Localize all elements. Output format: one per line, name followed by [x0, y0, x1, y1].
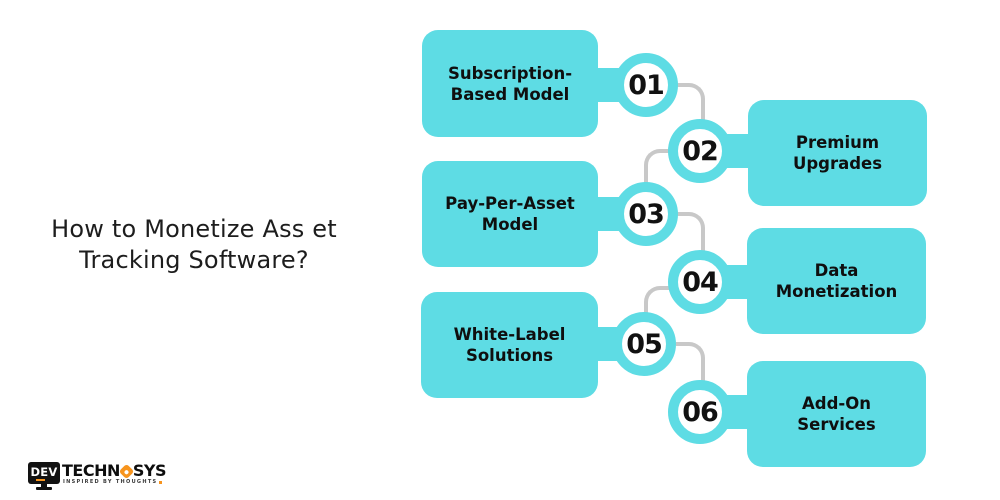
logo-brand-sys: SYS [132, 461, 167, 480]
monitor-stand-base-icon [36, 487, 52, 490]
step-label-line-2: Model [481, 215, 539, 234]
title-line-2: Tracking Software? [79, 246, 309, 274]
logo-tagline-text: INSPIRED BY THOUGHTS [63, 479, 158, 485]
tagline-square-icon [159, 480, 163, 484]
step-label-line-1: White-Label [453, 325, 566, 344]
step-badge-04: 04 [668, 250, 732, 314]
step-label-line-1: Data [814, 261, 859, 280]
logo-dev-text: DEV [30, 465, 58, 480]
step-badge-02: 02 [668, 119, 732, 183]
step-badge-03: 03 [614, 182, 678, 246]
step-label-line-1: Premium [795, 133, 880, 152]
monitor-icon: DEV [28, 462, 60, 484]
step-badge-05: 05 [612, 312, 676, 376]
step-number: 05 [626, 328, 663, 360]
page-title: How to Monetize Ass et Tracking Software? [38, 214, 350, 276]
step-number: 06 [682, 396, 719, 428]
logo-wordmark: TECHN SYS [62, 461, 167, 480]
monitor-stand-icon [41, 484, 47, 487]
step-number: 02 [682, 135, 719, 167]
step-box-subscription-based-model: Subscription-Based Model [422, 30, 598, 137]
dev-technosys-logo: DEV TECHN SYS INSPIRED BY THOUGHTS [28, 458, 168, 494]
logo-brand-techn: TECHN [62, 461, 120, 480]
step-badge-01: 01 [614, 53, 678, 117]
connector-03-04 [677, 212, 705, 254]
step-number: 03 [628, 198, 665, 230]
step-label-line-1: Pay-Per-Asset [445, 194, 575, 213]
connector-04-05 [644, 286, 672, 316]
step-label: Subscription-Based Model [448, 63, 572, 105]
step-label-line-2: Services [797, 415, 876, 434]
connector-05-06 [676, 342, 705, 384]
gear-icon [118, 463, 135, 479]
step-label-line-2: Upgrades [792, 154, 883, 173]
step-number: 04 [682, 266, 719, 298]
logo-orange-accent [36, 479, 45, 481]
step-badge-06: 06 [668, 380, 732, 444]
step-label-line-1: Subscription- [447, 63, 573, 83]
logo-tagline: INSPIRED BY THOUGHTS [63, 479, 163, 485]
connector-01-02 [677, 83, 705, 123]
step-label-line-2: Monetization [775, 282, 898, 301]
step-label-line-2: Based Model [450, 84, 570, 104]
step-label-line-1: Add-On [801, 394, 871, 413]
step-label-line-2: Solutions [465, 346, 554, 365]
step-number: 01 [628, 69, 665, 101]
connector-02-03 [644, 149, 672, 186]
title-line-1: How to Monetize Ass et [51, 215, 337, 243]
